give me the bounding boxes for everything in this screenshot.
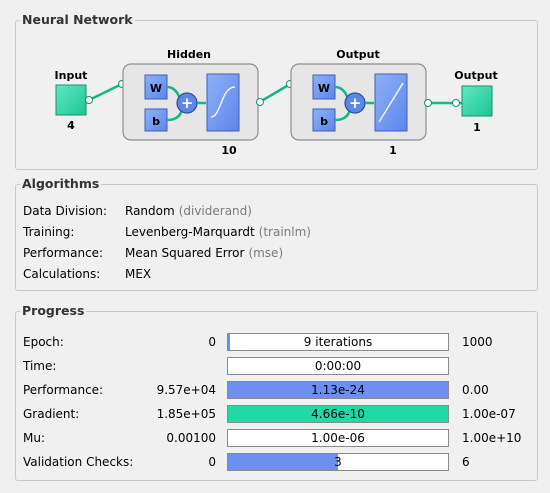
- progress-fill: [228, 334, 230, 350]
- progress-label: Validation Checks:: [23, 455, 134, 469]
- progress-max: 6: [462, 455, 470, 469]
- output-exit-node-icon: [424, 99, 432, 107]
- neural-network-panel: Neural Network Input 4 Hidden W b: [15, 12, 538, 170]
- progress-min: 9.57e+04: [156, 383, 216, 397]
- algorithm-label: Performance:: [23, 246, 104, 260]
- progress-min: 0: [208, 455, 216, 469]
- progress-bar: 4.66e-10: [227, 405, 449, 423]
- progress-min: 1.85e+05: [156, 407, 216, 421]
- input-size: 4: [67, 119, 75, 132]
- algorithm-label: Calculations:: [23, 267, 101, 281]
- progress-title: Progress: [20, 303, 87, 318]
- algorithm-value: Random(dividerand): [125, 204, 252, 218]
- hidden-layer-size: 10: [221, 144, 237, 157]
- progress-value: 1.13e-24: [311, 383, 365, 397]
- progress-fill: [228, 382, 448, 398]
- progress-panel: Progress Epoch: 0 9 iterations 1000 Time…: [15, 303, 538, 481]
- neural-network-title: Neural Network: [20, 12, 135, 27]
- input-node-icon: [85, 96, 93, 104]
- network-diagram: Input 4 Hidden W b + 10 Output W b: [55, 48, 498, 157]
- progress-label: Epoch:: [23, 335, 64, 349]
- hidden-layer-label: Hidden: [167, 48, 211, 61]
- progress-max: 0.00: [462, 383, 489, 397]
- progress-label: Performance:: [23, 383, 104, 397]
- algorithm-value: Levenberg-Marquardt(trainlm): [125, 225, 311, 239]
- progress-value: 3: [334, 455, 342, 469]
- input-connector: [86, 81, 125, 103]
- progress-min: 0: [208, 335, 216, 349]
- output-sum-symbol: +: [349, 94, 362, 112]
- algorithm-label: Data Division:: [23, 204, 108, 218]
- output-final-node-icon: [452, 99, 460, 107]
- hidden-bias-symbol: b: [152, 115, 160, 128]
- progress-label: Gradient:: [23, 407, 80, 421]
- progress-bar: 1.13e-24: [227, 381, 449, 399]
- input-label: Input: [55, 69, 88, 82]
- linear-icon: [378, 82, 404, 123]
- hidden-sum-symbol: +: [181, 94, 194, 112]
- progress-max: 1.00e+10: [462, 431, 522, 445]
- progress-fill: [228, 406, 448, 422]
- output-layer-label: Output: [336, 48, 379, 61]
- output-bias-symbol: b: [320, 115, 328, 128]
- output-layer-size: 1: [389, 144, 397, 157]
- progress-max: 1.00e-07: [462, 407, 516, 421]
- progress-value: 9 iterations: [303, 335, 373, 349]
- progress-bar: 1.00e-06: [227, 429, 449, 447]
- output-block: [461, 85, 493, 117]
- progress-value: 0:00:00: [314, 359, 362, 373]
- algorithm-label: Training:: [23, 225, 75, 239]
- algorithm-value: MEX: [125, 267, 152, 281]
- progress-min: 0.00100: [166, 431, 216, 445]
- progress-value: 1.00e-06: [311, 431, 365, 445]
- sigmoid-icon: [210, 86, 236, 118]
- algorithms-title: Algorithms: [20, 176, 102, 191]
- output-weight-symbol: W: [318, 82, 330, 95]
- progress-label: Time:: [23, 359, 57, 373]
- input-block: [55, 84, 87, 116]
- hidden-output-connector: [257, 81, 293, 105]
- progress-bar: 3: [227, 453, 449, 471]
- progress-label: Mu:: [23, 431, 46, 445]
- progress-max: 1000: [462, 335, 493, 349]
- output-size: 1: [473, 121, 481, 134]
- hidden-weight-symbol: W: [150, 82, 162, 95]
- hidden-activation-block: [206, 73, 240, 132]
- algorithms-panel: Algorithms Data Division: Random(divider…: [15, 176, 538, 291]
- progress-value: 4.66e-10: [311, 407, 365, 421]
- progress-fill: [228, 454, 338, 470]
- progress-bar: 9 iterations: [227, 333, 449, 351]
- algorithm-value: Mean Squared Error(mse): [125, 246, 284, 260]
- output-label: Output: [454, 69, 497, 82]
- hidden-exit-node-icon: [256, 98, 264, 106]
- progress-bar: 0:00:00: [227, 357, 449, 375]
